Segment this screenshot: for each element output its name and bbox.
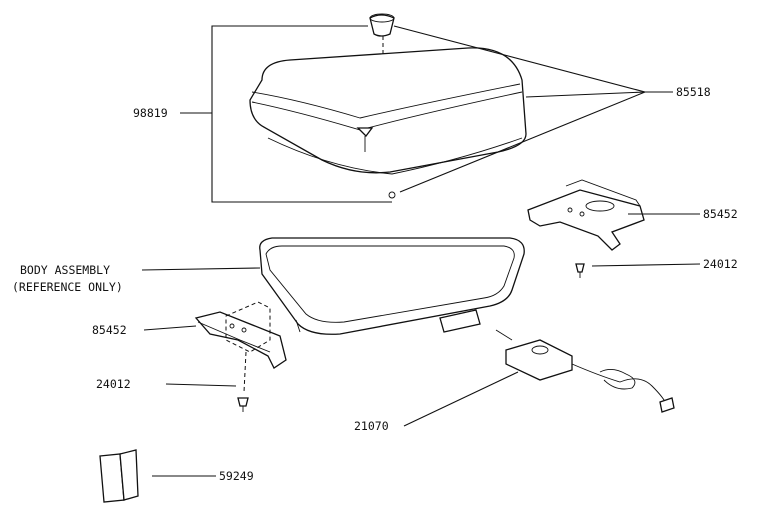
- label-lid-assembly: 98819: [133, 106, 168, 120]
- lid: [249, 47, 527, 175]
- body-assembly-leader: [141, 267, 261, 271]
- lid-assembly-bracket: [211, 25, 392, 203]
- control-leader: [403, 371, 519, 427]
- label-manual: 59249: [219, 469, 254, 483]
- handle-left-leader: [143, 325, 197, 331]
- handle-left: [194, 311, 287, 369]
- label-lid: 85518: [676, 85, 711, 99]
- label-control: 21070: [354, 419, 389, 433]
- screw-right: [575, 263, 585, 278]
- lid-leader-top: [393, 25, 646, 93]
- lid-screw: [388, 191, 396, 199]
- label-screw-right: 24012: [703, 257, 738, 271]
- label-handle-left: 85452: [92, 323, 127, 337]
- screw-left-leader: [165, 383, 237, 387]
- screw-left: [237, 351, 249, 412]
- pan-body: [259, 237, 525, 335]
- lid-leader-bottom: [399, 91, 646, 193]
- instruction-manual: [99, 449, 139, 503]
- label-body-assembly-note: (REFERENCE ONLY): [12, 280, 123, 294]
- label-screw-left: 24012: [96, 377, 131, 391]
- handle-right: [527, 179, 645, 251]
- screw-right-leader: [591, 263, 701, 267]
- label-handle-right: 85452: [703, 207, 738, 221]
- temperature-control: [495, 329, 675, 413]
- lid-assembly: [180, 13, 673, 203]
- lid-leader-mid: [525, 91, 646, 98]
- lid-knob: [369, 13, 395, 37]
- label-body-assembly: BODY ASSEMBLY: [20, 263, 110, 277]
